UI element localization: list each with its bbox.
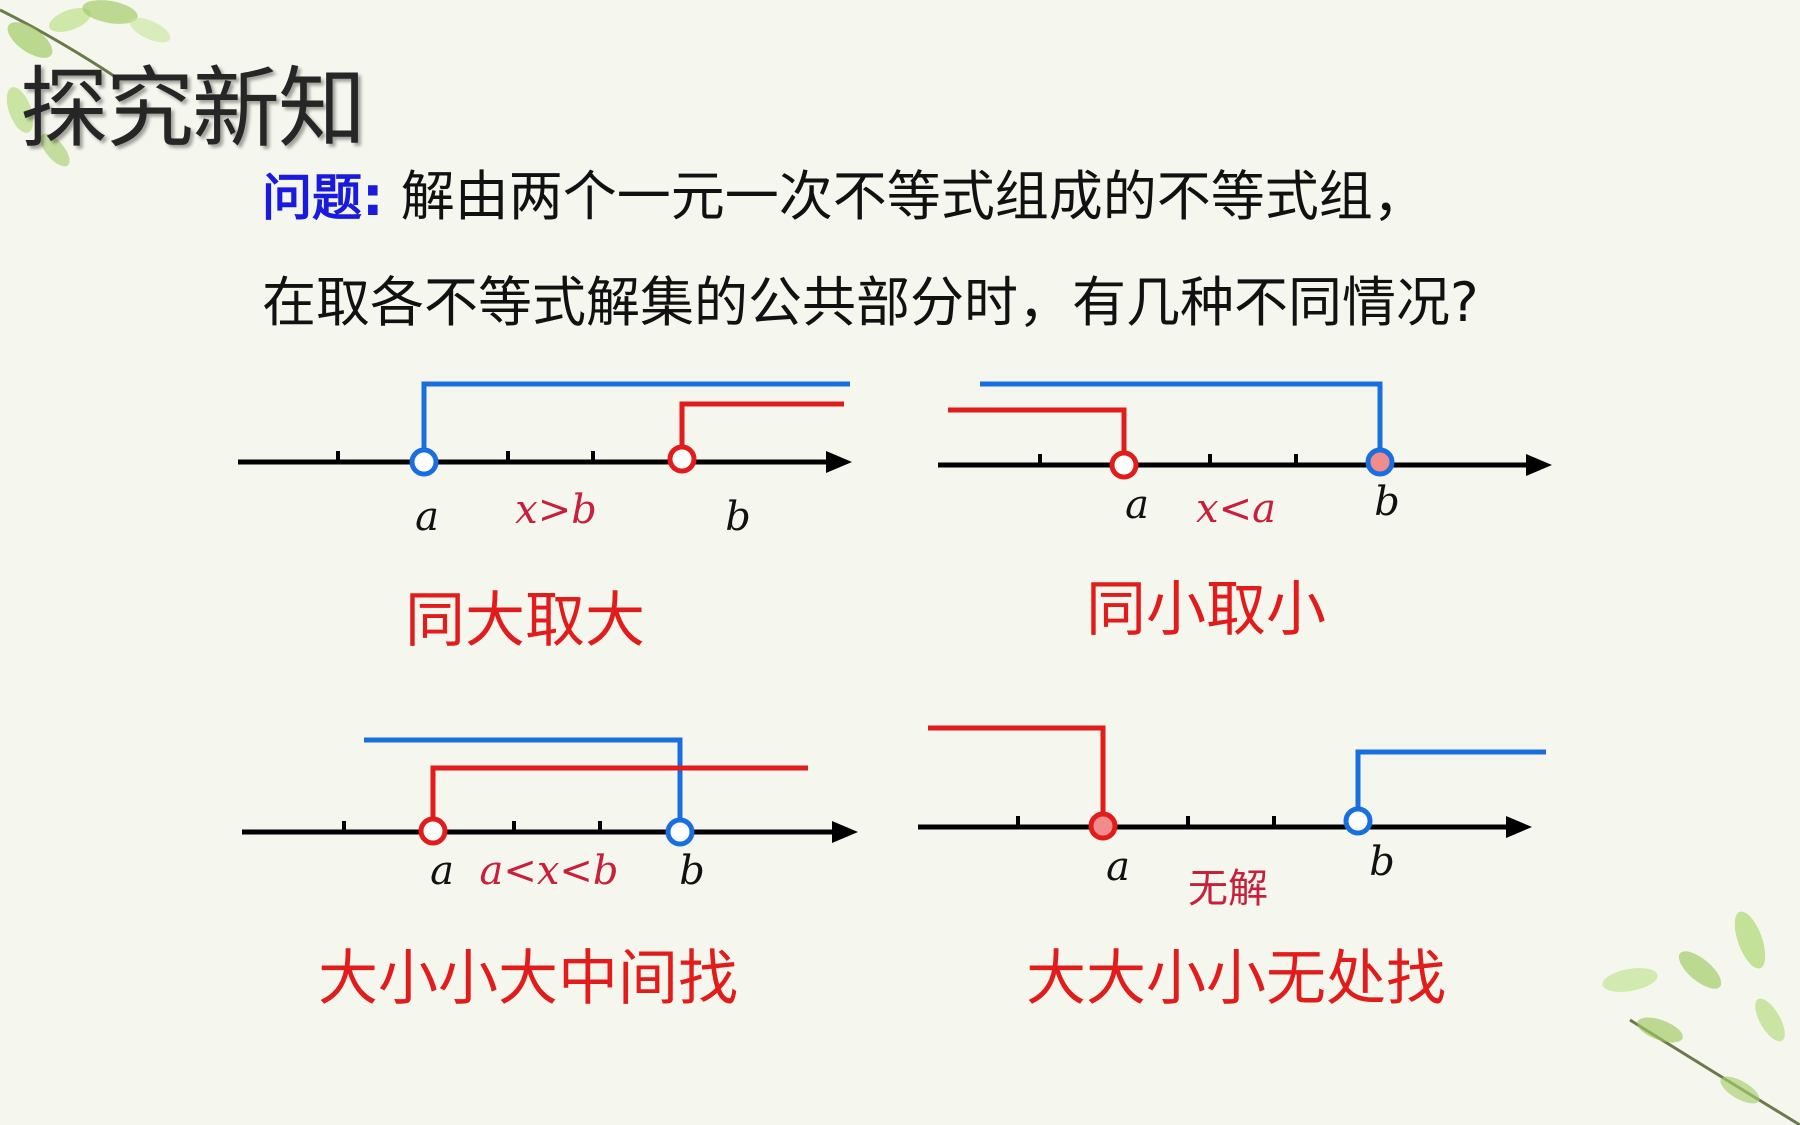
solution-ray-blue-1 — [421, 381, 850, 462]
leaf-branch-top-left-icon — [0, 0, 171, 167]
solution-ray-blue-4 — [1355, 749, 1546, 821]
solution-ray-red-1 — [679, 401, 844, 462]
axis-1 — [238, 451, 852, 473]
solution-label-3: a<x<b — [479, 848, 618, 894]
rule-3: 大小小大中间找 — [318, 944, 738, 1014]
open-point-b-1 — [667, 444, 697, 474]
label-a-1: a — [415, 494, 439, 540]
solution-label-1: x>b — [515, 487, 597, 533]
rule-4: 大大小小无处找 — [1026, 944, 1446, 1014]
label-b-1: b — [725, 494, 751, 540]
axis-4 — [918, 816, 1532, 838]
point-a-4 — [1088, 811, 1118, 841]
solution-ray-blue-2 — [980, 381, 1383, 462]
question-text-2: 在取各不等式解集的公共部分时，有几种不同情况? — [262, 271, 1479, 334]
point-b-2 — [1365, 447, 1395, 477]
label-a-3: a — [430, 848, 454, 894]
label-b-2: b — [1374, 479, 1400, 525]
page-title: 探究新知 — [20, 57, 366, 160]
open-point-a-1 — [409, 447, 439, 477]
label-a-2: a — [1125, 482, 1149, 528]
rule-2: 同小取小 — [1086, 575, 1326, 645]
open-point-b-3 — [665, 817, 695, 847]
question-line-1: 问题: 解由两个一元一次不等式组成的不等式组， — [262, 152, 1427, 231]
open-point-b-4 — [1343, 806, 1373, 836]
label-b-4: b — [1369, 839, 1395, 885]
label-b-3: b — [679, 848, 705, 894]
question-label: 问题 — [262, 169, 362, 227]
solution-ray-red-4 — [928, 725, 1106, 827]
question-colon: : — [362, 165, 384, 228]
axis-3 — [242, 821, 858, 843]
leaf-branch-bottom-right-icon — [1602, 911, 1800, 1125]
solution-ray-blue-3 — [364, 737, 683, 832]
rule-1: 同大取大 — [405, 586, 645, 656]
solution-label-4: 无解 — [1188, 866, 1268, 912]
question-text-1: 解由两个一元一次不等式组成的不等式组， — [400, 165, 1427, 228]
open-point-a-2 — [1109, 450, 1139, 480]
open-point-a-3 — [418, 816, 448, 846]
label-a-4: a — [1106, 844, 1130, 890]
solution-ray-red-2 — [948, 407, 1127, 465]
axis-2 — [938, 454, 1552, 476]
solution-label-2: x<a — [1196, 486, 1276, 532]
solution-ray-red-3 — [430, 765, 808, 832]
